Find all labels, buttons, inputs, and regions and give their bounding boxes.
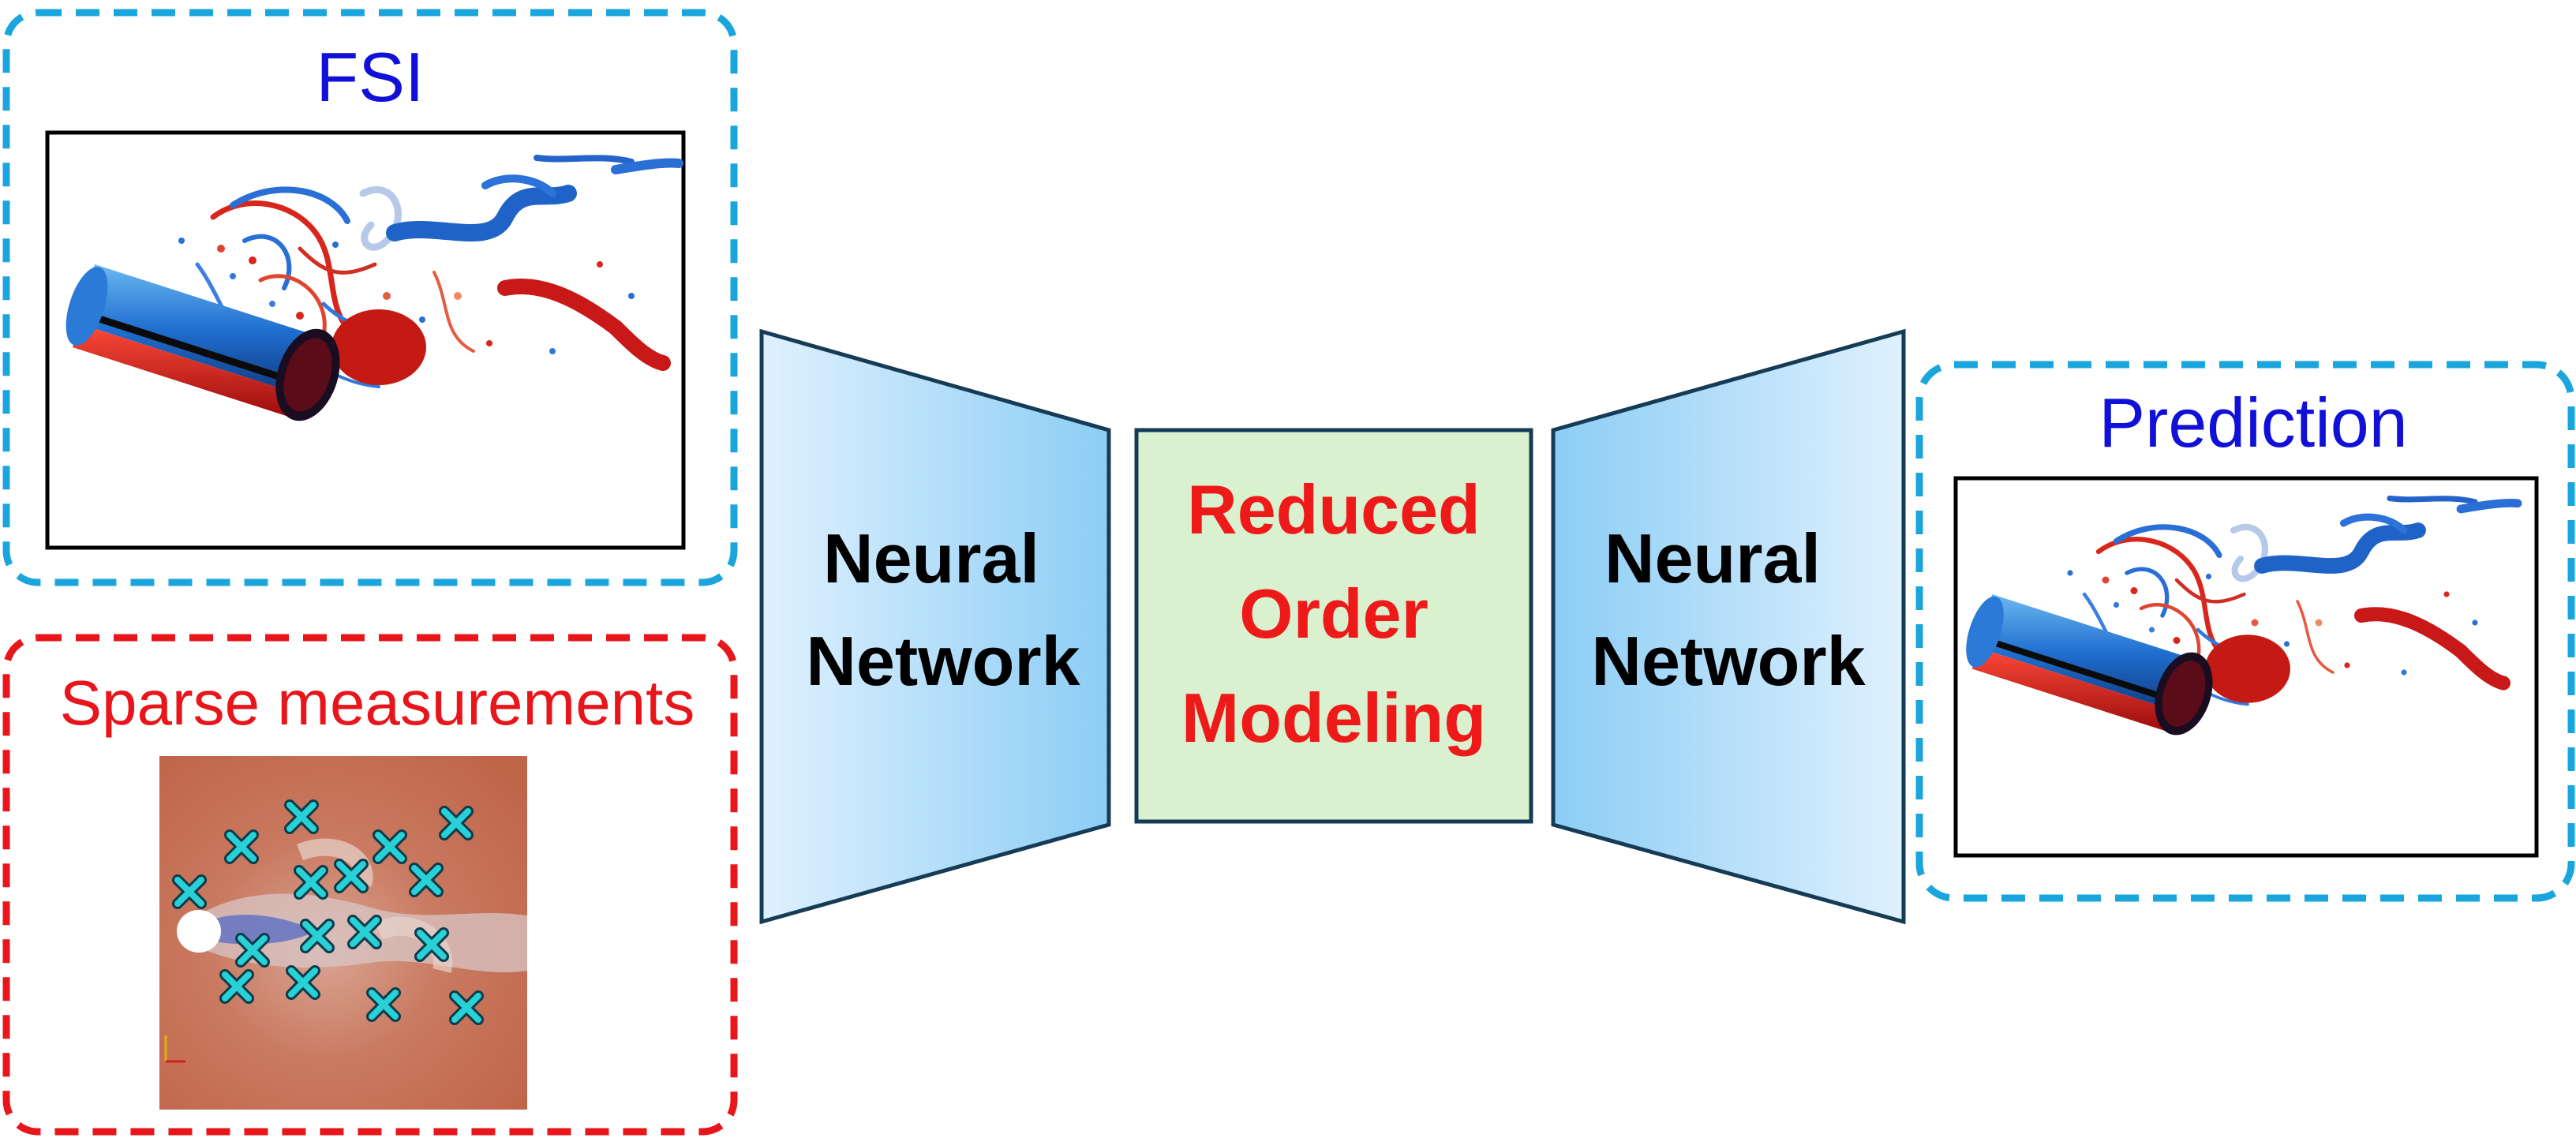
sensor-marker-icon — [224, 829, 259, 864]
encoder-network: Neural Network — [759, 328, 1111, 925]
sensor-marker-icon — [284, 799, 319, 834]
prediction-panel: Prediction — [1915, 361, 2575, 902]
sensor-marker-icon — [219, 969, 254, 1004]
sparse-title: Sparse measurements — [60, 668, 695, 738]
encoder-label-line2: Network — [806, 622, 1080, 700]
rom-label-line2: Order — [1239, 575, 1428, 653]
decoder-network: Neural Network — [1551, 328, 1906, 925]
sparse-panel-border — [2, 634, 738, 1136]
sensor-markers — [172, 799, 484, 1025]
sensor-marker-icon — [409, 863, 444, 897]
fsi-panel-border — [2, 9, 738, 586]
prediction-flow-image — [1956, 476, 2539, 858]
sensor-marker-icon — [172, 874, 207, 909]
sensor-marker-icon — [347, 915, 382, 949]
decoder-trapezoid — [1551, 328, 1906, 925]
encoder-label-line1: Neural — [823, 519, 1039, 597]
rom-box: Reduced Order Modeling — [1134, 428, 1533, 824]
sensor-marker-icon — [334, 859, 369, 893]
sensor-marker-icon — [300, 919, 335, 953]
prediction-title: Prediction — [2099, 384, 2407, 462]
prediction-panel-border — [1915, 361, 2575, 902]
sensor-marker-icon — [449, 990, 484, 1025]
rom-rectangle — [1134, 428, 1533, 824]
sparse-measurements-panel: Sparse measurements — [2, 634, 738, 1136]
fsi-panel: FSI — [2, 9, 738, 586]
rom-label-line1: Reduced — [1187, 470, 1481, 548]
sensor-marker-icon — [286, 965, 320, 1000]
sensor-marker-icon — [373, 829, 407, 864]
sparse-field-image — [159, 756, 527, 1110]
rom-label-line3: Modeling — [1181, 679, 1486, 757]
cylinder-cross-section-icon — [177, 910, 221, 953]
sensor-marker-icon — [439, 806, 474, 840]
sensor-marker-icon — [414, 927, 449, 962]
sensor-marker-icon — [294, 865, 328, 900]
sensor-marker-icon — [366, 987, 401, 1022]
axis-triad-icon — [164, 1035, 185, 1063]
fsi-flow-image — [45, 130, 683, 550]
sensor-marker-icon — [235, 933, 270, 968]
decoder-label-line2: Network — [1591, 622, 1866, 700]
encoder-trapezoid — [759, 328, 1111, 925]
fsi-title: FSI — [316, 38, 425, 116]
decoder-label-line1: Neural — [1604, 519, 1821, 597]
